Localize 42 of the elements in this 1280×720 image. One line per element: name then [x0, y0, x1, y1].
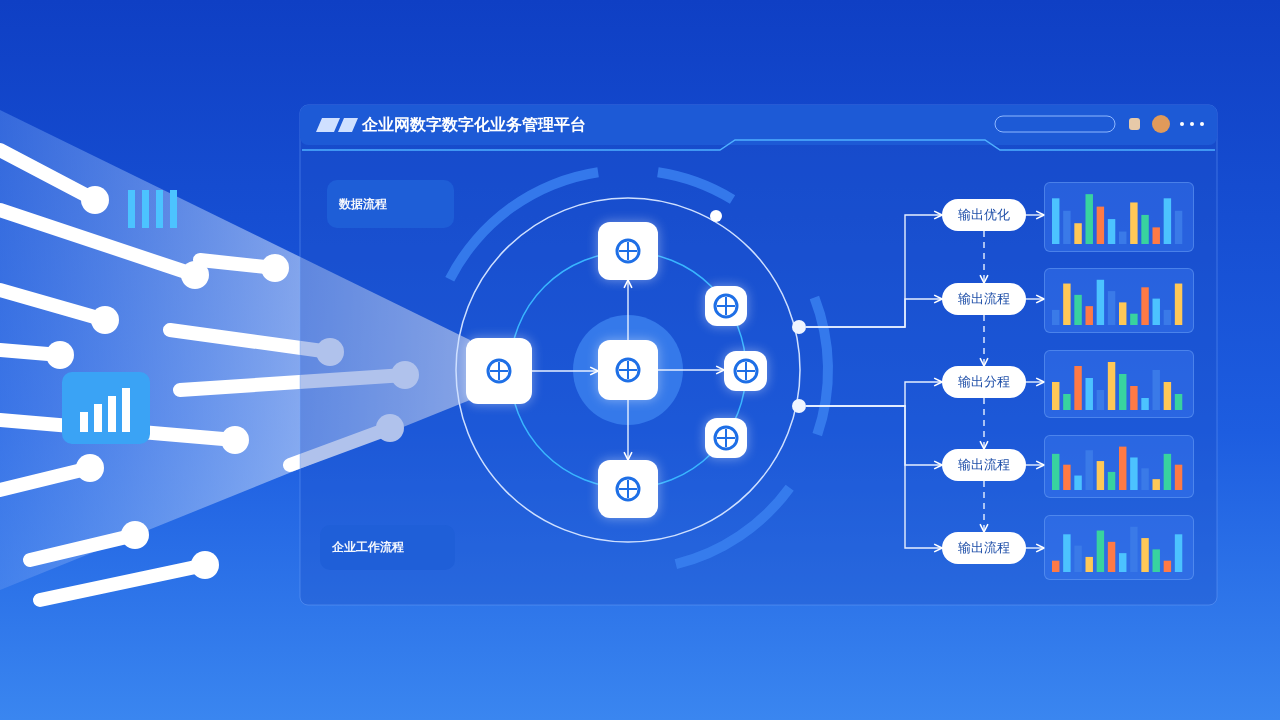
- arrow: [623, 279, 633, 341]
- card-text: 企业工作流程: [332, 539, 404, 556]
- arrow: [805, 405, 943, 553]
- dashed-arrow: [979, 314, 989, 367]
- output-pill: [942, 366, 1026, 398]
- title: 企业网数字数字化业务管理平台: [362, 115, 586, 136]
- database-icon-box: [598, 222, 658, 280]
- arrow: [1025, 543, 1045, 553]
- connector-dot: [792, 320, 806, 334]
- output-pill: [942, 283, 1026, 315]
- chart-panel: [1044, 350, 1194, 418]
- output-pill: [942, 532, 1026, 564]
- arrow: [1025, 377, 1045, 387]
- chip-icon-box: [598, 340, 658, 400]
- output-pill: [942, 449, 1026, 481]
- pill-label: 输出流程: [958, 539, 1010, 557]
- pill-label: 输出分程: [958, 373, 1010, 391]
- document-icon-box: [705, 418, 747, 458]
- document-icon-box: [724, 351, 767, 391]
- chart-panel: [1044, 515, 1194, 580]
- pill-label: 输出优化: [958, 206, 1010, 224]
- arrow: [531, 366, 599, 376]
- document-icon-box: [705, 286, 747, 326]
- arrow: [805, 294, 943, 328]
- pill-label: 输出流程: [958, 290, 1010, 308]
- arrow: [1025, 294, 1045, 304]
- grid-icon-box: [466, 338, 532, 404]
- card-text: 数据流程: [339, 195, 387, 213]
- dashed-arrow: [979, 230, 989, 284]
- pill-label: 输出流程: [958, 456, 1010, 474]
- connector-dot: [792, 399, 806, 413]
- arrow: [1025, 210, 1045, 220]
- arrow: [623, 399, 633, 461]
- chart-panel: [1044, 182, 1194, 252]
- chart-panel: [1044, 268, 1194, 333]
- dashed-arrow: [979, 480, 989, 533]
- chart-panel: [1044, 435, 1194, 498]
- arrow: [1025, 460, 1045, 470]
- arrow: [657, 365, 725, 375]
- globe-icon-box: [598, 460, 658, 518]
- dashed-arrow: [979, 397, 989, 450]
- output-pill: [942, 199, 1026, 231]
